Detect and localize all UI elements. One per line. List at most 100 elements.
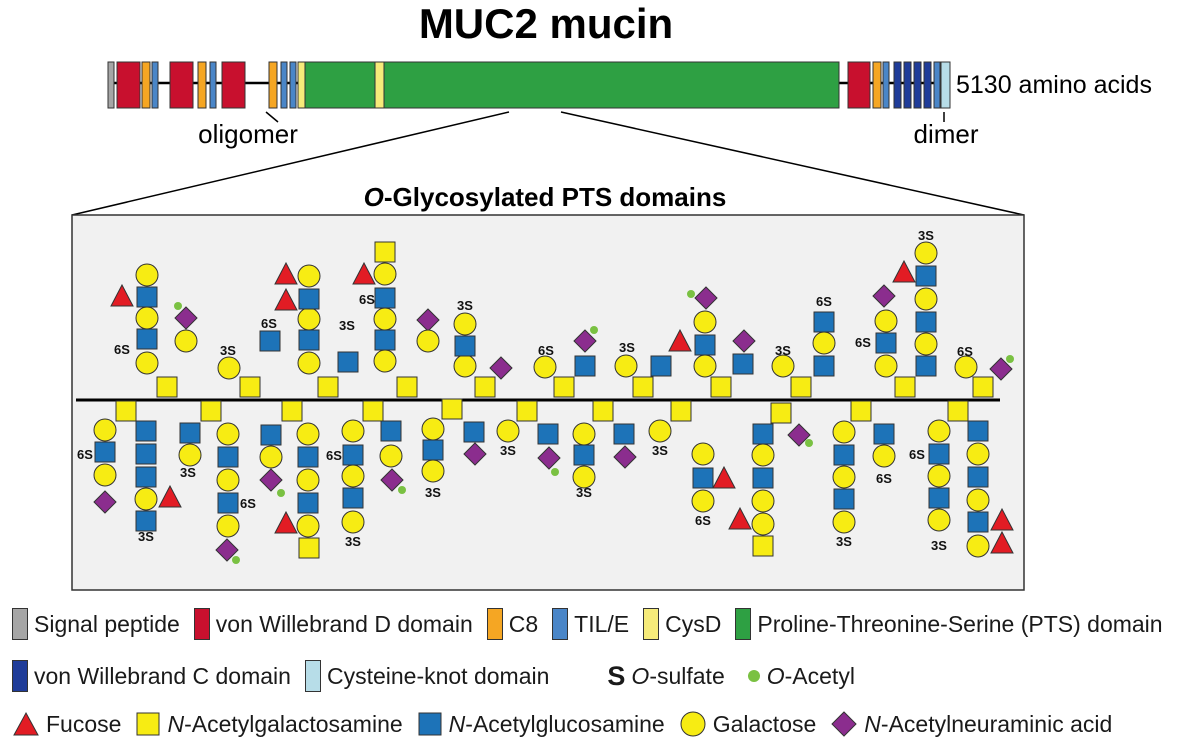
pts-domain [304,61,840,109]
glcnac-square [537,423,559,445]
fucose-triangle [274,510,298,534]
galactose-circle [572,422,596,446]
legend-label: Galactose [712,710,817,737]
til-domain [933,61,941,109]
legend-label: -Acetylneuraminic acid [880,710,1113,737]
glcnac-square [967,420,989,442]
legend-row-domains-2: von Willebrand C domain Cysteine-knot do… [12,660,869,692]
galactose-circle [927,419,951,443]
galactose-circle [453,354,477,378]
sulfate-label: 6S [261,316,277,331]
glcnac-square [374,287,396,309]
glcnac-square [875,332,897,354]
glcnac-square [135,443,157,465]
glcnac-square [136,286,158,308]
legend-label-prefix: O [766,662,785,689]
galactose-circle [134,487,158,511]
galactose-circle [496,419,520,443]
glcnac-square [573,444,595,466]
o-acetyl-dot [687,290,695,298]
glcnac-square [873,423,895,445]
glcnac-square [454,335,476,357]
fucose-triangle [892,259,916,283]
zoom-line-left [71,111,510,216]
neu5ac-diamond [613,445,637,469]
glcnac-square [574,355,596,377]
o-acetyl-dot [174,302,182,310]
legend-label: -Acetylglucosamine [465,710,665,737]
swatch-til [552,608,569,640]
galactose-circle [296,422,320,446]
neu5ac-diamond [380,468,404,492]
galnac-square-icon [135,711,161,737]
galactose-circle [135,263,159,287]
legend-label: von Willebrand C domain [34,662,291,689]
swatch-vwd [193,608,210,640]
galnac-square [362,400,384,422]
galactose-circle [966,534,990,558]
fucose-triangle [990,530,1014,554]
sulfate-label: 6S [695,513,711,528]
galactose-circle [453,312,477,336]
neu5ac-diamond [215,538,239,562]
galnac-square [441,398,463,420]
legend-glcnac: N-Acetylglucosamine [417,711,665,738]
galactose-circle [216,468,240,492]
galactose-circle [135,351,159,375]
galactose-circle [379,444,403,468]
fucose-triangle [352,261,376,285]
galnac-square [592,400,614,422]
galactose-circle [421,417,445,441]
galnac-square [553,376,575,398]
glcnac-square [752,423,774,445]
glcnac-square [752,467,774,489]
galactose-circle [693,310,717,334]
oligomer-label: oligomer [198,119,298,149]
legend-fucose: Fucose [12,711,121,738]
vwc-domain [923,61,932,109]
oligomer-pointer [265,111,279,123]
glcnac-square [732,353,754,375]
legend-label-prefix: O [631,662,650,689]
neu5ac-diamond [732,329,756,353]
galnac-square [298,537,320,559]
glcnac-square [915,355,937,377]
sulfate-label: 3S [345,534,361,549]
o-acetyl-dot [551,468,559,476]
glcnac-square [136,328,158,350]
vwc-domain [903,61,912,109]
til-domain [151,61,159,109]
legend-vwc: von Willebrand C domain [12,660,291,692]
sulfate-label: 6S [77,447,93,462]
sulfate-label: 6S [957,344,973,359]
sulfate-label: 3S [775,343,791,358]
galactose-circle [832,465,856,489]
glcnac-square [694,334,716,356]
sulfate-label: 6S [240,496,256,511]
fucose-triangle [990,507,1014,531]
galactose-circle [751,512,775,536]
fucose-triangle [158,484,182,508]
legend-c8: C8 [486,608,538,640]
swatch-vwc [12,660,28,692]
galactose-circle [927,508,951,532]
sulfate-label: 6S [538,343,554,358]
sulfate-symbol: S [607,660,626,691]
legend-label-prefix: N [167,710,185,737]
legend-label: Cysteine-knot domain [326,662,550,689]
glcnac-square [967,466,989,488]
glcnac-square [380,420,402,442]
o-acetyl-dot [805,439,813,447]
galactose-circle [614,354,638,378]
diagram-title: MUC2 mucin [419,0,673,47]
sulfate-label: 6S [816,294,832,309]
sulfate-label: 3S [138,529,154,544]
legend-cysd: CysD [643,608,721,640]
galnac-square [239,376,261,398]
legend-label: TIL/E [574,610,630,637]
vwd-domain [116,61,141,109]
galactose-circle [914,241,938,265]
legend-cysteine-knot: Cysteine-knot domain [304,660,550,692]
glcnac-square [337,351,359,373]
